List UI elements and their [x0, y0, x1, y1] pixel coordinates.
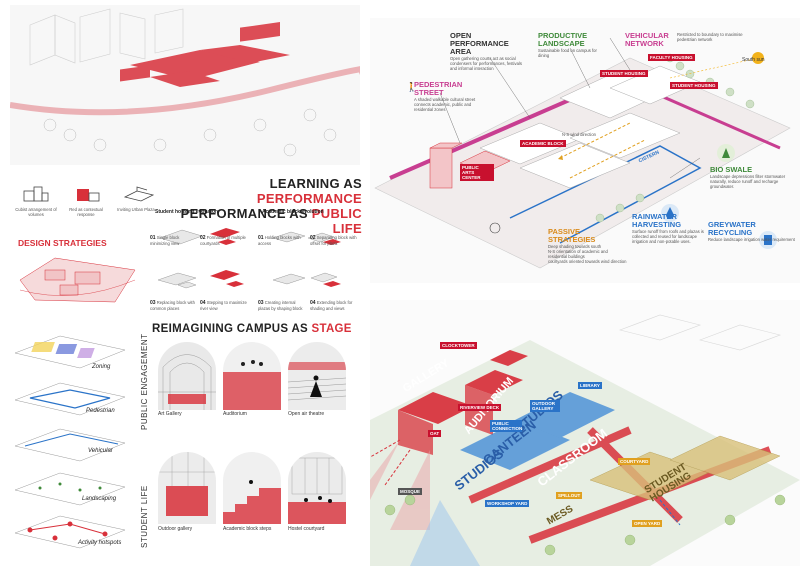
tag-public-arts-center: PUBLIC ARTS CENTER [460, 164, 494, 181]
label-public-engagement: PUBLIC ENGAGEMENT [140, 333, 149, 430]
walker-icon: 🚶 [406, 82, 418, 92]
step-a-03: 03 Creating internal plazas by shaping b… [258, 300, 303, 311]
concept-label-3: Inviting Urban Plaza [117, 207, 155, 212]
panel-campus-program-axo: GALLERY AUDITORIUM STUDIOS CANTEEN CLASS… [370, 300, 800, 566]
layer-label-activity: Activity hotspots [78, 540, 122, 546]
cubist-icon [23, 186, 49, 202]
callout-productive: PRODUCTIVE LANDSCAPE Sustainable food on… [538, 31, 597, 58]
caption-auditorium: Auditorium [223, 411, 247, 417]
panel-top-left: Cubist arrangement of volumes Red as con… [0, 0, 370, 566]
photo-auditorium [223, 342, 281, 410]
title-stage: REIMAGINING CAMPUS AS STAGE [152, 323, 352, 335]
photo-academic-block-steps [223, 452, 281, 524]
step-a-01: 01 Holding blocks with access [258, 235, 301, 246]
title-learning-performance: LEARNING AS PERFORMANCE PERFORMANCE AS P… [180, 176, 362, 236]
tag-riverview-deck: RIVERVIEW DECK [458, 404, 502, 411]
callout-rainwater: RAINWATER HARVESTING Surface runoff from… [632, 212, 704, 244]
site-plan-diagram [19, 257, 136, 303]
callout-bio-swale: BIO SWALE Landscape depressions filter s… [710, 165, 786, 189]
student-housing-evolution-heading: Student housing evolution [155, 209, 219, 215]
tag-workshop-yard: WORKSHOP YARD [485, 500, 530, 507]
academic-block-evolution-heading: Academic block evolution [262, 209, 324, 215]
step-h-01: 01 Single block minimizing view [150, 235, 180, 246]
layer-label-landscaping: Landscaping [82, 496, 117, 502]
photo-art-gallery [158, 342, 216, 410]
step-h-02: 02 Formation of multiple courtyards [200, 235, 246, 246]
tag-student-housing-1: STUDENT HOUSING [600, 70, 648, 77]
step-a-02: 02 Separating block with offset for plaz… [310, 235, 357, 246]
aerial-render-top [10, 5, 360, 165]
callout-greywater: GREYWATER RECYCLING Reduce landscape irr… [708, 220, 795, 242]
step-a-04: 04 Extending block for shading and views [310, 300, 353, 311]
callout-passive: PASSIVE STRATEGIES Deep shading towards … [548, 227, 627, 264]
tag-courtyard: COURTYARD [618, 458, 651, 465]
label-ns-wind: N-S wind direction [562, 132, 596, 137]
tag-outdoor-gallery: OUTDOOR GALLERY [530, 400, 560, 412]
panel-sustainability-axo: OPEN PERFORMANCE AREA Open gathering cou… [370, 18, 800, 283]
layer-stack-diagrams [14, 335, 126, 549]
callout-pedestrian: PEDESTRIAN STREET A shaded walkable cult… [414, 80, 476, 112]
concept-label-1: Cubist arrangement of volumes [15, 207, 57, 218]
design-strategies-heading: DESIGN STRATEGIES [18, 238, 107, 248]
tag-mosque: MOSQUE [398, 488, 423, 495]
caption-academic-block-steps: Academic block steps [223, 526, 272, 532]
label-south-sun: South sun [742, 57, 765, 63]
callout-vehicular: VEHICULAR NETWORK Restricted to boundary… [625, 31, 743, 48]
concept-row: Cubist arrangement of volumes Red as con… [15, 183, 165, 233]
tag-public-connection: PUBLIC CONNECTION [490, 420, 523, 432]
caption-hostel-courtyard: Hostel courtyard [288, 526, 325, 532]
campus-program-render [370, 300, 800, 566]
caption-art-gallery: Art Gallery [158, 411, 182, 417]
callout-open-performance: OPEN PERFORMANCE AREA Open gathering cou… [450, 31, 522, 71]
tag-open-yard: OPEN YARD [632, 520, 663, 527]
evolution-diagrams [157, 228, 341, 289]
step-h-03: 03 Replacing block with common places [150, 300, 195, 311]
tag-clocktower: CLOCKTOWER [440, 342, 477, 349]
layer-label-zoning: Zoning [92, 364, 111, 370]
red-volume-icon [77, 189, 100, 202]
tag-student-housing-2: STUDENT HOUSING [670, 82, 718, 89]
tag-oat: OAT [428, 430, 442, 437]
photo-open-air-theatre [288, 342, 346, 410]
layer-label-vehicular: Vehicular [88, 448, 113, 454]
caption-open-air-theatre: Open air theatre [288, 411, 325, 417]
sustainability-axo-render [370, 18, 800, 283]
caption-outdoor-gallery: Outdoor gallery [158, 526, 193, 532]
label-student-life: STUDENT LIFE [140, 485, 149, 548]
tag-library: LIBRARY [578, 382, 602, 389]
tag-academic-block: ACADEMIC BLOCK [520, 140, 566, 147]
photo-hostel-courtyard [288, 452, 346, 524]
layer-label-pedestrian: Pedestrian [86, 408, 115, 414]
concept-label-2: Red as contextual response [69, 207, 103, 218]
photo-outdoor-gallery [158, 452, 216, 524]
step-h-04: 04 Stepping to maximize river view [200, 300, 247, 311]
tag-spillout: SPILLOUT [556, 492, 583, 499]
plaza-icon [123, 186, 155, 202]
tag-faculty-housing: FACULTY HOUSING [648, 54, 695, 61]
